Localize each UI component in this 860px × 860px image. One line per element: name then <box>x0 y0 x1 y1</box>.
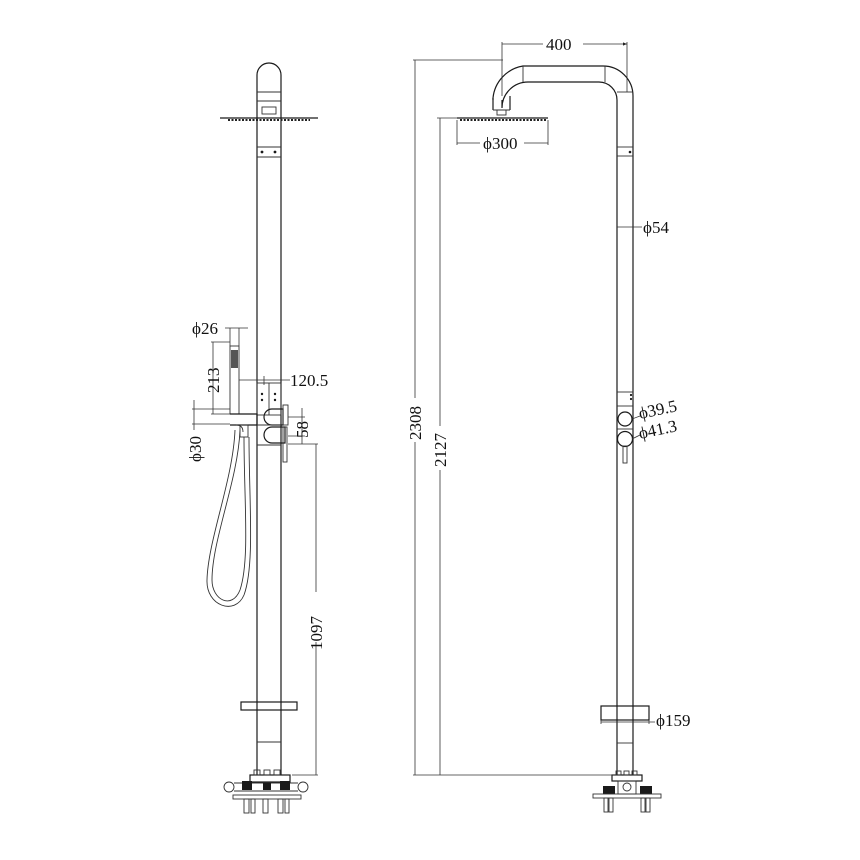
dim-head-height: 2127 <box>431 433 450 468</box>
dim-hose-outlet-diameter: ϕ30 <box>186 436 205 462</box>
side-view: ϕ26 213 120.5 ϕ30 58 1097 <box>186 62 328 814</box>
front-column-outer <box>501 81 618 775</box>
front-view: 400 ϕ300 ϕ54 2308 2127 ϕ39.5 ϕ41.3 ϕ159 <box>405 34 690 813</box>
dim-handshower-height: 213 <box>204 368 223 394</box>
dim-valve-spacing: 58 <box>293 421 312 438</box>
side-hose <box>211 429 247 602</box>
dim-handshower-offset: 120.5 <box>290 371 328 390</box>
side-column <box>256 62 282 775</box>
side-valve-bottom <box>263 426 286 444</box>
side-plate <box>240 701 298 711</box>
side-valve-top <box>263 408 284 426</box>
front-plate <box>600 705 650 721</box>
dim-base-plate-diameter: ϕ159 <box>656 711 690 730</box>
dim-valve-height: 1097 <box>307 616 326 651</box>
front-column-inner <box>492 65 634 775</box>
front-valve-bottom <box>616 430 634 448</box>
front-valve-top <box>617 411 633 427</box>
dim-arm-reach: 400 <box>546 35 572 54</box>
dim-handshower-diameter: ϕ26 <box>192 319 218 338</box>
dim-total-height: 2308 <box>406 406 425 440</box>
dim-head-diameter: ϕ300 <box>483 134 517 153</box>
dim-column-diameter: ϕ54 <box>643 218 669 237</box>
